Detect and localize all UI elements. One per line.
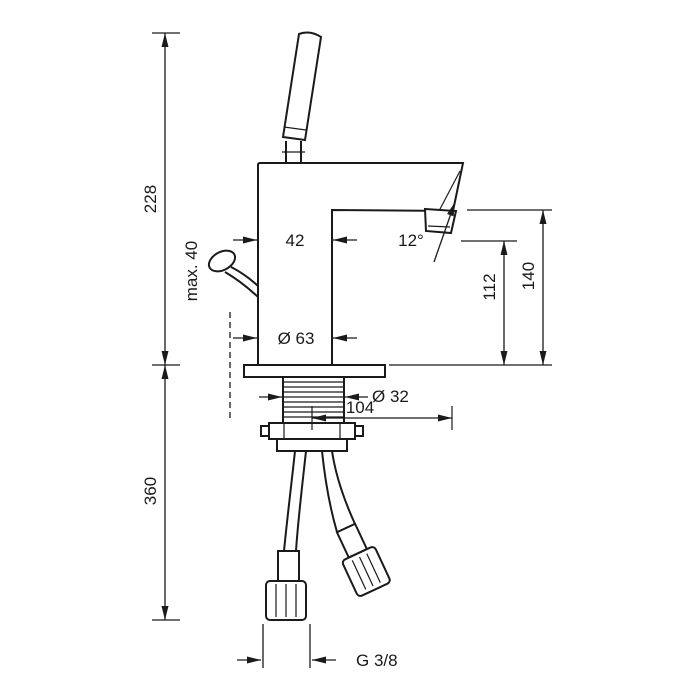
- dim-140: 140: [519, 210, 547, 365]
- dimensions: 228 360 max. 40 42 12°: [141, 32, 552, 670]
- dim-32: Ø 32: [259, 387, 409, 406]
- dim-140-label: 140: [519, 262, 538, 290]
- dim-104-label: 104: [346, 398, 374, 417]
- dim-g38: G 3/8: [237, 624, 398, 670]
- dim-32-label: Ø 32: [372, 387, 409, 406]
- threaded-shank: [282, 376, 345, 424]
- hose-connector-right: [335, 522, 391, 597]
- dim-112-label: 112: [480, 273, 499, 300]
- mounting-nut: [260, 422, 364, 452]
- dim-104: 104: [311, 398, 453, 430]
- dim-228: 228: [141, 32, 180, 366]
- dim-360: 360: [141, 365, 180, 621]
- dim-63: Ø 63: [233, 329, 357, 348]
- handle-lever: [281, 31, 323, 163]
- dim-angle-12: 12°: [398, 201, 456, 263]
- dim-max40-label: max. 40: [182, 241, 201, 301]
- dim-12deg-label: 12°: [398, 231, 424, 250]
- dim-42-label: 42: [286, 231, 305, 250]
- dim-42: 42: [233, 231, 357, 250]
- supply-hoses: [283, 450, 356, 552]
- dim-g38-label: G 3/8: [356, 651, 398, 670]
- dim-228-label: 228: [141, 185, 160, 213]
- faucet-outline: [207, 31, 465, 621]
- dim-360-label: 360: [141, 477, 160, 505]
- pull-rod: [207, 249, 259, 298]
- base-plate: [243, 364, 386, 378]
- dim-63-label: Ø 63: [278, 329, 315, 348]
- dim-max-40: max. 40: [182, 241, 231, 422]
- dim-112: 112: [480, 241, 508, 365]
- hose-connector-left: [265, 550, 307, 621]
